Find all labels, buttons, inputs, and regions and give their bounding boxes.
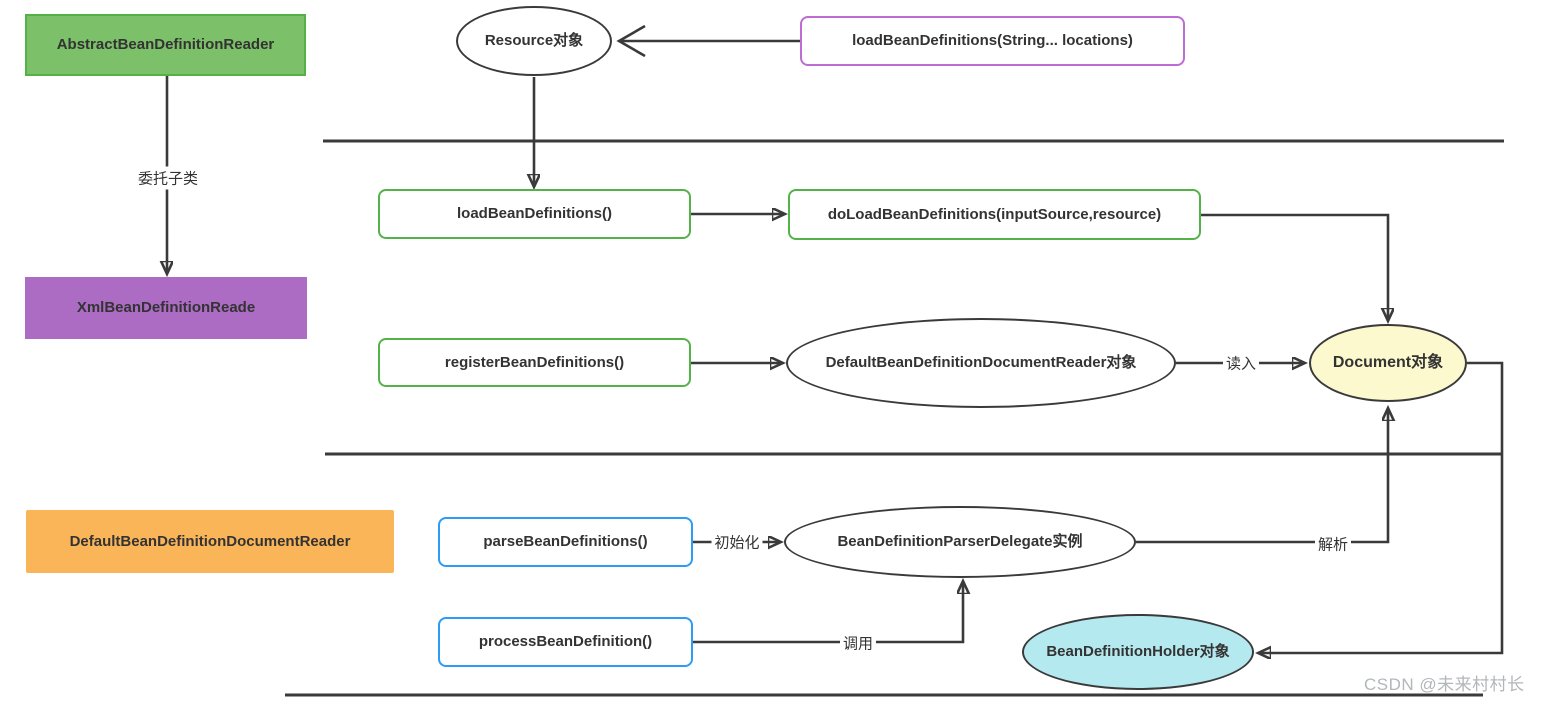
node-label: XmlBeanDefinitionReade [76,299,256,317]
node-xml-bean-definition-reader: XmlBeanDefinitionReade [25,277,307,339]
node-do-load-bean-definitions: doLoadBeanDefinitions(inputSource,resour… [788,189,1201,240]
node-abstract-bean-definition-reader: AbstractBeanDefinitionReader [25,14,306,76]
edge-delegate-to-document [1136,409,1388,544]
node-label: Document对象 [1332,353,1444,371]
node-process-bean-definition: processBeanDefinition() [438,617,693,667]
node-label: parseBeanDefinitions() [483,533,648,551]
edge-process-to-delegate [693,582,963,644]
node-load-bean-definitions-locations: loadBeanDefinitions(String... locations) [800,16,1185,66]
node-default-bean-definition-document-reader: DefaultBeanDefinitionDocumentReader [26,510,394,573]
node-default-bean-definition-document-reader-object: DefaultBeanDefinitionDocumentReader对象 [786,318,1176,408]
node-document-object: Document对象 [1309,324,1467,402]
edge-label-invoke: 调用 [839,631,877,655]
edge-label-delegate-subclass: 委托子类 [134,166,202,190]
csdn-watermark: CSDN @未来村村长 [1364,675,1525,694]
node-bean-definition-parser-delegate-instance: BeanDefinitionParserDelegate实例 [784,506,1136,578]
node-label: AbstractBeanDefinitionReader [56,36,275,54]
node-label: BeanDefinitionHolder对象 [1046,643,1230,661]
node-resource-object: Resource对象 [456,6,612,76]
node-label: DefaultBeanDefinitionDocumentReader对象 [825,354,1137,372]
node-label: DefaultBeanDefinitionDocumentReader [69,532,351,550]
edge-label-initialize: 初始化 [711,530,763,554]
edge-doload-to-document [1201,213,1388,320]
node-register-bean-definitions: registerBeanDefinitions() [378,338,691,387]
edge-loadlocations-to-resource-arrowhead [616,24,646,58]
node-label: Resource对象 [484,32,584,50]
node-parse-bean-definitions: parseBeanDefinitions() [438,517,693,567]
node-label: doLoadBeanDefinitions(inputSource,resour… [827,205,1162,223]
node-bean-definition-holder-object: BeanDefinitionHolder对象 [1022,614,1254,690]
edge-label-read-in: 读入 [1222,351,1260,375]
node-label: loadBeanDefinitions() [456,205,612,223]
node-load-bean-definitions: loadBeanDefinitions() [378,189,691,239]
node-label: BeanDefinitionParserDelegate实例 [837,533,1083,551]
edge-label-parse: 解析 [1314,532,1352,556]
node-label: registerBeanDefinitions() [444,353,625,371]
edge-document-to-holder [1259,361,1504,653]
node-label: loadBeanDefinitions(String... locations) [852,32,1133,50]
node-label: processBeanDefinition() [478,633,653,651]
